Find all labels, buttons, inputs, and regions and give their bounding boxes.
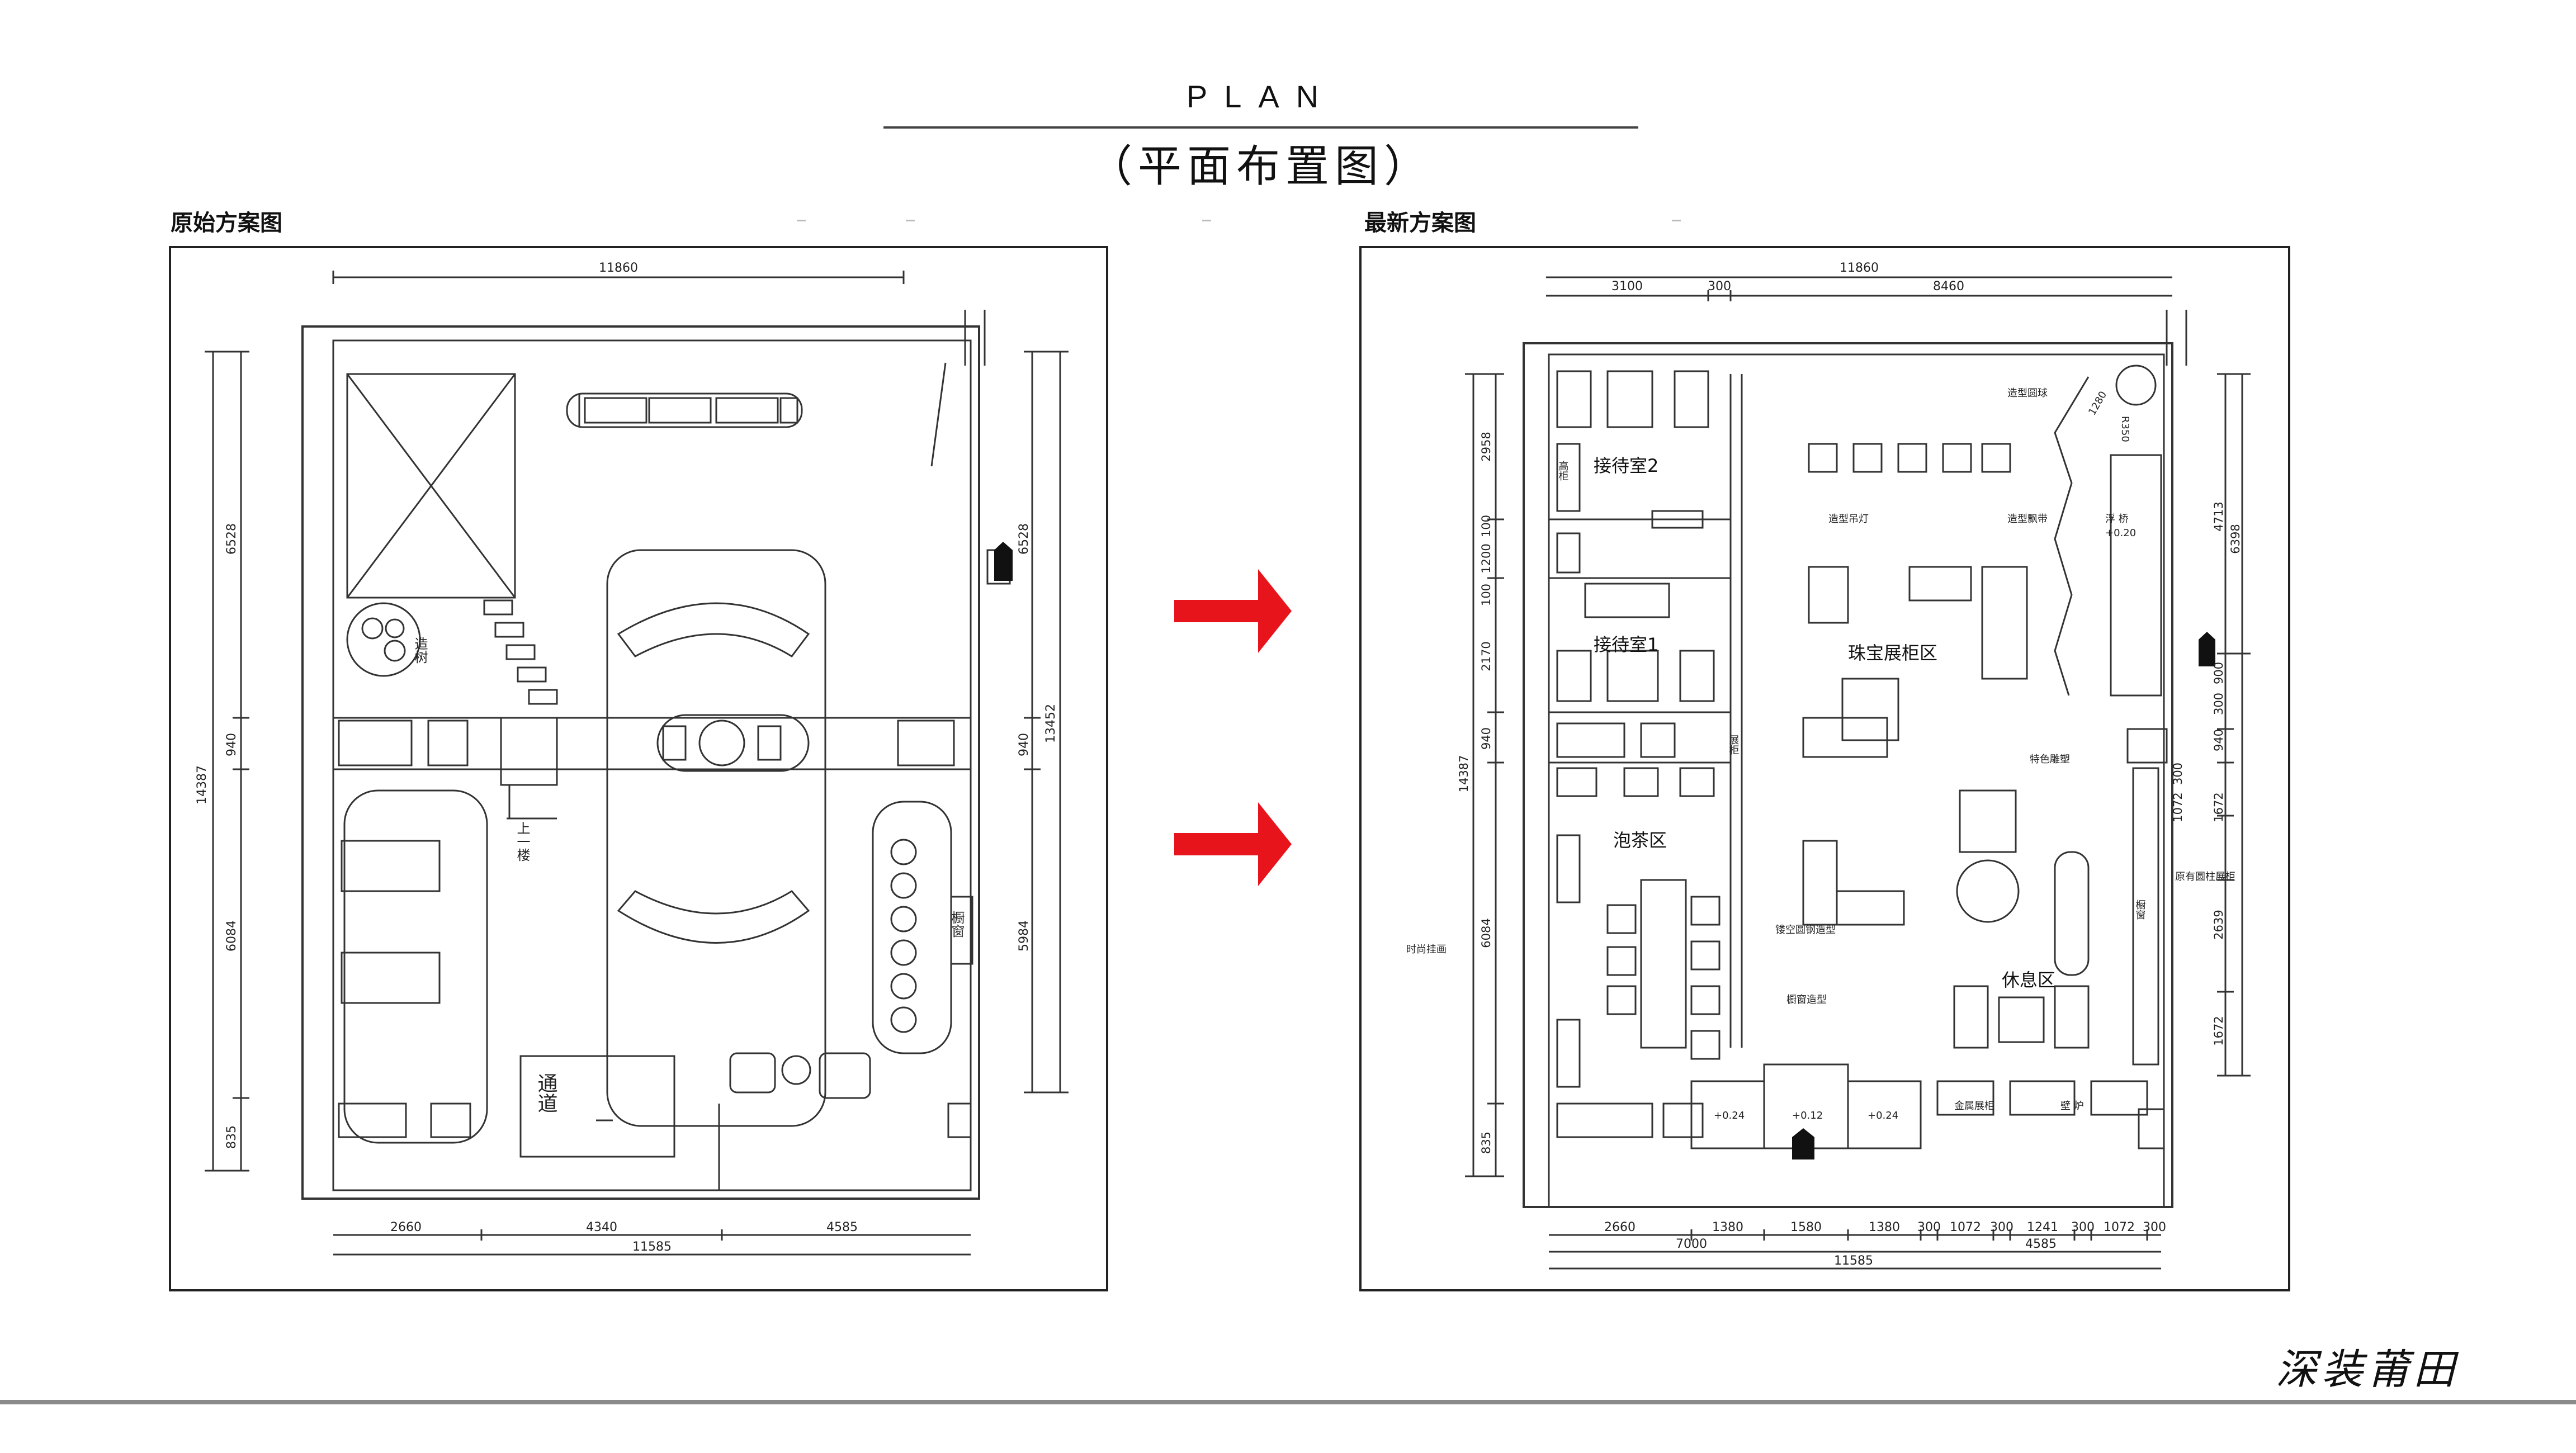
note-lamp: 造型吊灯 <box>1828 513 1869 525</box>
dim-bottom-total: 11585 <box>1834 1254 1873 1268</box>
dim-bottom-1: 2660 <box>390 1220 422 1234</box>
dim-right-5: 940 <box>2212 729 2225 751</box>
room-reception-2: 接待室2 <box>1594 455 1658 476</box>
note-radius-2: R350 <box>2119 416 2131 442</box>
dim-top-total: 11860 <box>1840 261 1879 275</box>
dim-left-7: 6084 <box>1480 918 1493 948</box>
dim-bottom-7: 300 <box>1990 1220 2013 1234</box>
title-chinese: （平面布置图） <box>1088 141 1433 192</box>
dim-bottom-10: 1072 <box>2104 1220 2135 1234</box>
dim-bottom-9: 300 <box>2071 1220 2095 1234</box>
note-column: 原有圆柱展柜 <box>2175 871 2235 883</box>
dim-bottom-6: 1072 <box>1950 1220 1981 1234</box>
dim-bottom-4: 1380 <box>1869 1220 1900 1234</box>
arrow-right-icon <box>1174 802 1292 886</box>
dim-left-5: 2170 <box>1480 641 1493 671</box>
note-window: 橱窗 <box>2134 900 2146 920</box>
label-window: 橱窗 <box>949 911 965 938</box>
note-ball: 造型圆球 <box>2007 387 2048 399</box>
dim-bottom-11: 300 <box>2143 1220 2166 1234</box>
new-plan-drawing: 11860 3100 300 8460 2660 1380 1580 1380 … <box>1359 246 2290 1291</box>
dim-top-2: 300 <box>1708 280 1731 294</box>
dim-bottom-total: 11585 <box>632 1240 672 1254</box>
dim-right-2: 6398 <box>2229 524 2242 553</box>
dim-top: 11860 <box>599 261 638 275</box>
note-sculpture: 特色雕塑 <box>2030 754 2070 765</box>
dim-top-1: 3100 <box>1611 280 1643 294</box>
dim-bottom-2: 1380 <box>1712 1220 1743 1234</box>
dim-bottom-3: 1580 <box>1790 1220 1822 1234</box>
new-plan-svg: 11860 3100 300 8460 2660 1380 1580 1380 … <box>1406 261 2251 1270</box>
title-english: PLAN <box>1186 79 1336 114</box>
note-cabinet: 展柜 <box>1728 735 1740 755</box>
level-a: +0.24 <box>1714 1110 1745 1121</box>
dim-right-4: 300 <box>2212 693 2225 715</box>
dim-right-3: 900 <box>2212 662 2225 684</box>
note-ribbon: 造型飘带 <box>2007 513 2048 525</box>
new-plan-label: 最新方案图 <box>1364 210 1476 236</box>
tick-mark <box>906 220 915 221</box>
footer-rule <box>0 1400 2576 1404</box>
dim-left-6: 940 <box>1480 727 1493 750</box>
dim-right-3: 5984 <box>1017 920 1031 952</box>
dim-right-8: 1672 <box>2212 792 2225 822</box>
dim-right-2: 940 <box>1017 733 1031 756</box>
dim-left-4: 835 <box>225 1125 239 1149</box>
tick-mark <box>797 220 806 221</box>
dim-top-3: 8460 <box>1933 280 1964 294</box>
original-plan-label: 原始方案图 <box>171 210 282 236</box>
note-tall-cab: 高柜 <box>1557 461 1569 481</box>
tick-mark <box>1202 220 1211 221</box>
level-c: +0.24 <box>1868 1110 1898 1121</box>
room-tea: 泡茶区 <box>1613 830 1667 851</box>
tick-mark <box>1672 220 1681 221</box>
note-radius-1: 1280 <box>2086 389 2109 417</box>
note-fireplace: 壁 炉 <box>2060 1100 2084 1112</box>
dim-left-2: 940 <box>225 733 239 756</box>
dim-left-1: 2958 <box>1480 432 1493 461</box>
dim-left-4: 100 <box>1480 584 1493 606</box>
label-passage: 通道 <box>535 1073 557 1113</box>
dim-bottom-1: 2660 <box>1604 1220 1636 1234</box>
note-window-shape: 橱窗造型 <box>1786 994 1827 1006</box>
dim-left-2: 100 <box>1480 515 1493 537</box>
dim-right-1: 6528 <box>1017 523 1031 555</box>
original-plan-drawing: 11860 2660 4340 4585 11585 14387 6528 94… <box>169 246 1108 1291</box>
dim-left-3: 6084 <box>225 920 239 952</box>
dim-right-9: 2639 <box>2212 910 2225 939</box>
dim-right-total: 13452 <box>1044 704 1058 743</box>
dim-bottom-2: 4340 <box>586 1220 617 1234</box>
dim-left-total: 14387 <box>195 765 209 804</box>
note-metal: 金属展柜 <box>1954 1100 1994 1112</box>
note-fashion: 时尚挂画 <box>1406 944 1447 955</box>
room-reception-1: 接待室1 <box>1594 634 1658 655</box>
dim-right-10: 1672 <box>2212 1016 2225 1045</box>
brand-signature: 深装莆田 <box>2276 1346 2459 1394</box>
room-rest: 休息区 <box>2002 969 2055 991</box>
level-b: +0.12 <box>1792 1110 1823 1121</box>
note-bridge-level: +0.20 <box>2105 527 2136 539</box>
dim-right-6: 300 <box>2171 763 2185 785</box>
arrow-right-icon <box>1174 569 1292 653</box>
dim-left-3: 1200 <box>1480 543 1493 573</box>
label-tree: 造树 <box>412 637 428 664</box>
title-divider <box>883 126 1638 129</box>
dim-bottom-5: 300 <box>1917 1220 1941 1234</box>
dim-right-1: 4713 <box>2212 501 2225 531</box>
room-jewelry: 珠宝展柜区 <box>1848 642 1937 664</box>
dim-bottom-3: 4585 <box>826 1220 858 1234</box>
dim-bottom-sub-2: 4585 <box>2025 1237 2057 1251</box>
dim-left-1: 6528 <box>225 523 239 555</box>
dim-left-8: 835 <box>1480 1132 1493 1154</box>
dim-bottom-sub-1: 7000 <box>1676 1237 1707 1251</box>
label-stairs: 上一楼 <box>514 821 530 862</box>
dim-right-7: 1072 <box>2171 792 2185 822</box>
dim-bottom-8: 1241 <box>2027 1220 2058 1234</box>
note-bridge: 浮 桥 <box>2105 513 2129 525</box>
original-plan-svg: 11860 2660 4340 4585 11585 14387 6528 94… <box>195 261 1069 1256</box>
note-steel: 镂空圆钢造型 <box>1775 924 1836 936</box>
dim-left-total: 14387 <box>1457 755 1471 793</box>
